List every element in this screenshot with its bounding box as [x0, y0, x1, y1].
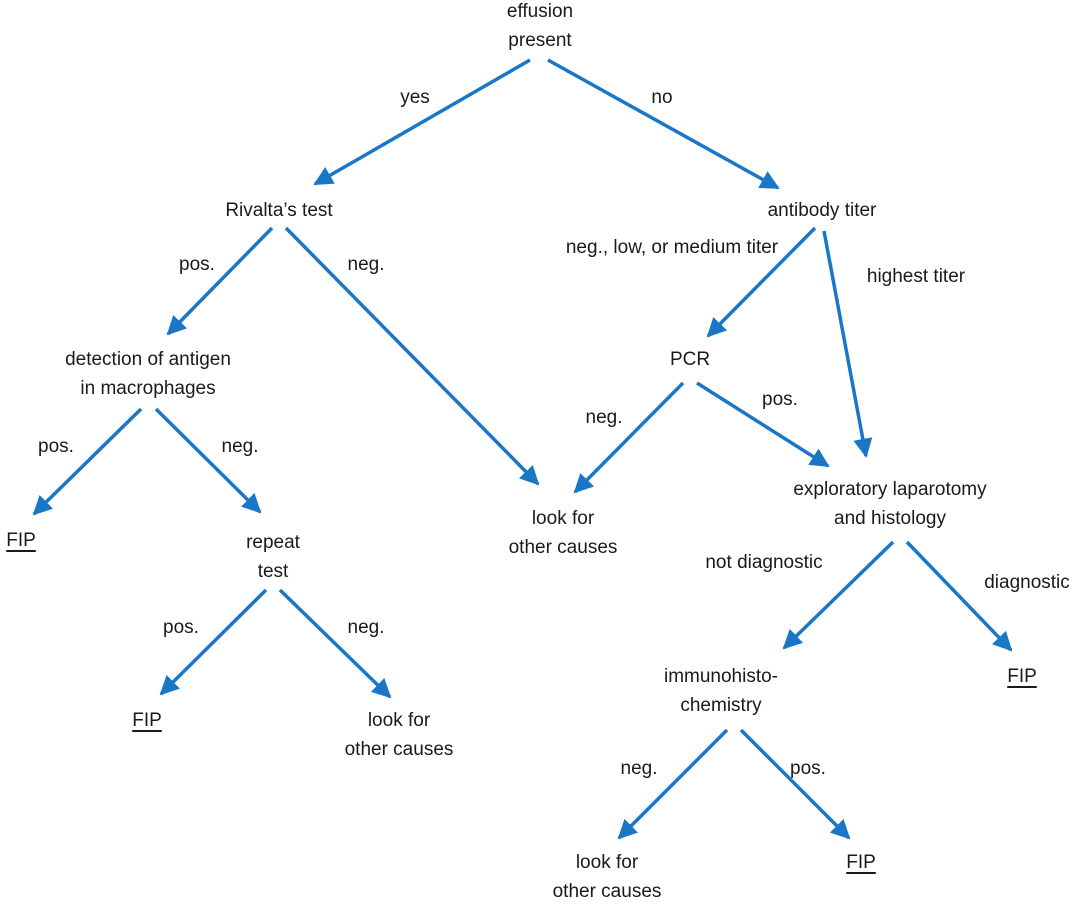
- node-exploratory-laparotomy: exploratory laparotomy and histology: [793, 475, 986, 533]
- node-antigen-detection: detection of antigen in macrophages: [65, 345, 231, 403]
- arrow-antibody-to-pcr: [706, 226, 817, 338]
- node-fip-3-line-1: FIP: [1007, 666, 1037, 687]
- arrow-detection-to-fip1: [32, 407, 143, 516]
- edge-label-rivalta-pos-text: pos.: [179, 254, 215, 275]
- arrow-repeat-to-look2: [278, 588, 392, 699]
- edge-label-detection-neg-text: neg.: [221, 436, 259, 457]
- edge-label-titer-low-line-1: neg., low, or: [565, 237, 669, 258]
- edge-label-yes-text: yes: [400, 87, 430, 108]
- edge-label-repeat-neg: neg.: [348, 613, 385, 642]
- arrow-repeat-to-fip2: [159, 588, 268, 696]
- node-effusion-line-1: effusion: [506, 1, 574, 22]
- edge-label-titer-low: neg., low, or medium titer: [566, 233, 778, 262]
- node-antibody-line-1: antibody titer: [767, 200, 877, 221]
- arrow-laparotomy-to-fip3: [905, 540, 1013, 652]
- node-immuno-line-1: immunohisto-: [663, 666, 779, 687]
- node-look-for-other-causes-2: look for other causes: [345, 706, 454, 764]
- edge-label-rivalta-neg-text: neg.: [347, 254, 385, 275]
- edge-label-no-text: no: [651, 87, 673, 108]
- node-look-for-other-causes-3: look for other causes: [553, 848, 662, 906]
- node-antibody-titer: antibody titer: [768, 196, 877, 225]
- arrow-immuno-to-look3: [617, 728, 729, 840]
- node-effusion-present: effusion present: [507, 0, 573, 55]
- node-fip-3: FIP: [1007, 662, 1037, 691]
- node-look3-line-2: other causes: [552, 881, 662, 902]
- edge-label-detection-neg: neg.: [222, 432, 259, 461]
- node-rivalta-line-1: Rivalta’s test: [225, 200, 333, 221]
- arrow-rivalta-to-detection: [166, 226, 274, 336]
- edge-label-rivalta-pos: pos.: [179, 250, 215, 279]
- node-look2-line-1: look for: [367, 710, 431, 731]
- edge-label-repeat-neg-text: neg.: [347, 617, 385, 638]
- arrow-pcr-to-laparotomy: [696, 381, 830, 468]
- arrow-pcr-to-look1: [573, 381, 685, 494]
- edge-label-rivalta-neg: neg.: [348, 250, 385, 279]
- edge-label-yes: yes: [400, 83, 430, 112]
- edge-label-detection-pos-text: pos.: [38, 436, 74, 457]
- arrow-immuno-to-fip4: [739, 728, 851, 840]
- node-look1-line-2: other causes: [508, 537, 618, 558]
- edge-label-not-diagnostic: not diagnostic: [705, 548, 822, 577]
- edge-label-pcr-pos: pos.: [762, 385, 798, 414]
- edge-label-not-diagnostic-line-2: diagnostic: [737, 552, 823, 573]
- arrow-antibody-to-laparotomy: [822, 230, 873, 458]
- node-look1-line-1: look for: [531, 508, 595, 529]
- node-fip-4-line-1: FIP: [846, 852, 876, 873]
- node-fip-1: FIP: [6, 526, 36, 555]
- arrow-effusion-to-rivalta: [313, 58, 531, 186]
- edge-label-immuno-pos: pos.: [790, 754, 826, 783]
- arrow-detection-to-repeat: [154, 407, 262, 514]
- edge-label-no: no: [651, 83, 672, 112]
- edge-label-immuno-neg: neg.: [621, 754, 658, 783]
- arrow-rivalta-to-look1: [284, 226, 540, 486]
- node-immuno-line-2: chemistry: [680, 695, 762, 716]
- edge-label-detection-pos: pos.: [38, 432, 74, 461]
- node-look3-line-1: look for: [575, 852, 639, 873]
- node-fip-4: FIP: [846, 848, 876, 877]
- edge-label-immuno-pos-text: pos.: [790, 758, 826, 779]
- node-detection-line-1: detection of antigen: [65, 349, 231, 370]
- node-pcr-line-1: PCR: [669, 349, 711, 370]
- node-laparotomy-line-1: exploratory laparotomy: [793, 479, 987, 500]
- node-fip-2-line-1: FIP: [132, 710, 162, 731]
- edge-label-repeat-pos-text: pos.: [163, 617, 199, 638]
- node-pcr: PCR: [670, 345, 710, 374]
- node-repeat-test: repeat test: [246, 528, 300, 586]
- node-fip-1-line-1: FIP: [6, 530, 36, 551]
- node-rivalta-test: Rivalta’s test: [225, 196, 332, 225]
- edge-label-pcr-neg-text: neg.: [585, 407, 623, 428]
- edge-label-pcr-pos-text: pos.: [762, 389, 798, 410]
- edge-label-not-diagnostic-line-1: not: [705, 552, 732, 573]
- arrow-effusion-to-antibody: [547, 58, 780, 190]
- node-look-for-other-causes-1: look for other causes: [509, 504, 618, 562]
- node-immunohistochemistry: immunohisto- chemistry: [664, 662, 778, 720]
- node-laparotomy-line-2: and histology: [834, 508, 946, 529]
- edge-label-repeat-pos: pos.: [163, 613, 199, 642]
- edge-label-diagnostic-text: diagnostic: [984, 572, 1070, 593]
- node-repeat-line-1: repeat: [246, 532, 300, 553]
- edge-label-diagnostic: diagnostic: [984, 568, 1070, 597]
- edge-label-titer-high: highest titer: [867, 262, 965, 291]
- node-repeat-line-2: test: [257, 561, 289, 582]
- arrow-laparotomy-to-immuno: [782, 540, 895, 650]
- edge-label-titer-low-line-2: medium titer: [673, 237, 779, 258]
- node-effusion-line-2: present: [508, 30, 572, 51]
- node-fip-2: FIP: [132, 706, 162, 735]
- node-look2-line-2: other causes: [344, 739, 454, 760]
- edge-label-pcr-neg: neg.: [586, 403, 623, 432]
- edge-label-immuno-neg-text: neg.: [620, 758, 658, 779]
- node-detection-line-2: in macrophages: [80, 378, 216, 399]
- edge-label-titer-high-text: highest titer: [866, 266, 966, 287]
